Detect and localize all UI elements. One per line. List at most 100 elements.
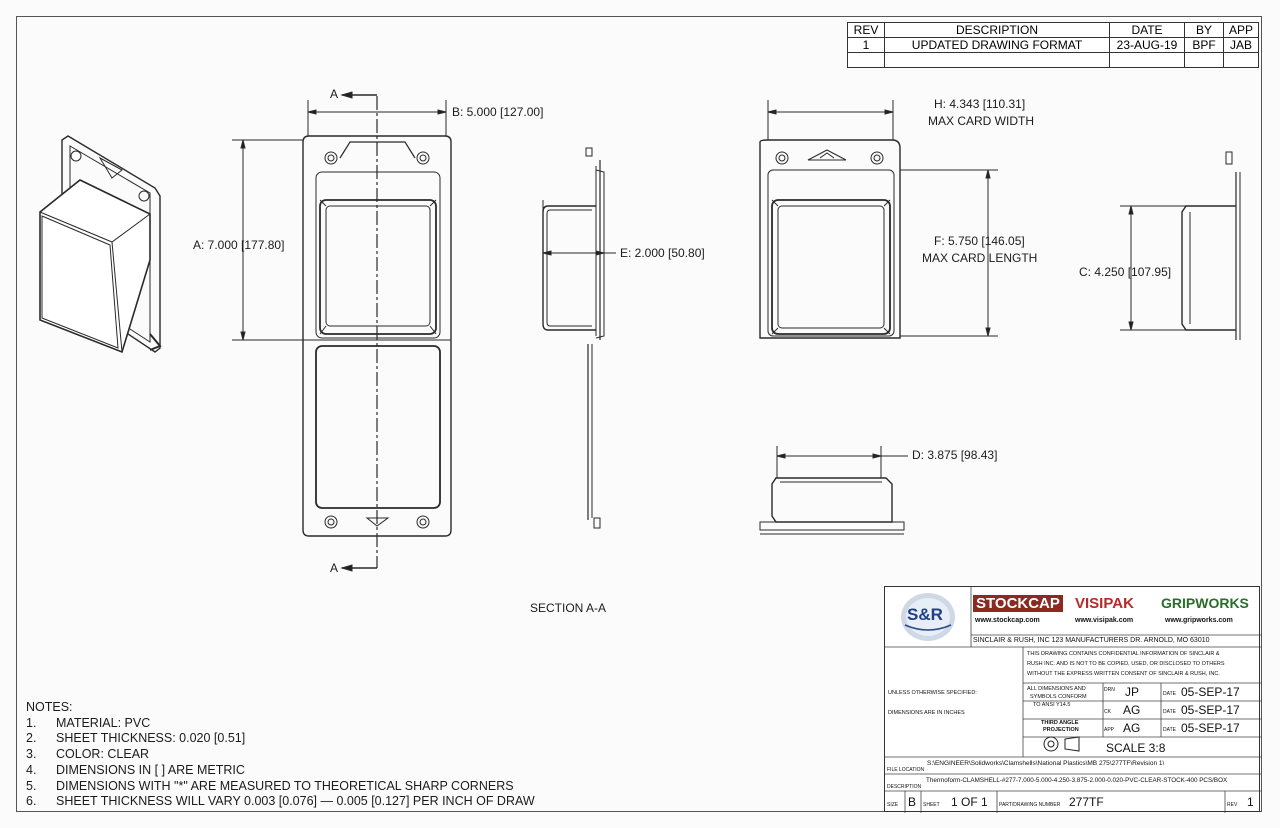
front-view [232, 91, 452, 572]
notes-block: NOTES: 1.MATERIAL: PVC 2. SHEET THICKNESS… [26, 700, 535, 810]
date-header: DATE [1109, 22, 1185, 38]
third-angle-projection-icon [1043, 736, 1080, 752]
rev-value: 1 [1247, 795, 1254, 809]
size-value: B [908, 795, 917, 809]
date-cell: 23-AUG-19 [1109, 37, 1185, 53]
unless-specified: UNLESS OTHERWISE SPECIFIED: [888, 690, 977, 696]
dim-h-label: H: 4.343 [110.31] [934, 97, 1026, 111]
side-right-view [1120, 151, 1241, 340]
dims-in-inches: DIMENSIONS ARE IN INCHES [888, 710, 965, 716]
chk-date-label: DATE [1163, 709, 1176, 715]
drn-date: 05-SEP-17 [1181, 685, 1240, 699]
note-text: DIMENSIONS IN [ ] ARE METRIC [56, 762, 245, 777]
dim-h-note: MAX CARD WIDTH [928, 114, 1034, 128]
chk-label: CK [1104, 709, 1111, 715]
rev-cell: 1 [847, 37, 885, 53]
note-item: 5.DIMENSIONS WITH "*" ARE MEASURED TO TH… [26, 779, 535, 795]
file-location: S:\ENGINEER\Solidworks\Clamshells\Nation… [927, 760, 1165, 767]
dim-h-value: H: 4.343 [934, 97, 980, 111]
note-item: 4. DIMENSIONS IN [ ] ARE METRIC [26, 763, 535, 779]
dim-f-label: F: 5.750 [146.05] [934, 234, 1025, 248]
note-text: SHEET THICKNESS: 0.020 [0.51] [56, 731, 246, 746]
title-block: S&R STOCKCAP VISIPAK GRIPWORKS www.stock… [884, 586, 1261, 813]
rev-header: REV [847, 22, 885, 38]
dim-e-metric: 50.80 [671, 246, 702, 260]
sheet-border [16, 16, 1262, 812]
scale: SCALE 3:8 [1106, 741, 1166, 755]
drn-date-label: DATE [1163, 691, 1176, 697]
dim-f-value: F: 5.750 [934, 234, 979, 248]
dim-a-metric: 177.80 [244, 238, 282, 252]
drn-label: DRN [1104, 687, 1115, 693]
confidential-line-2: RUSH INC. AND IS NOT TO BE COPIED, USED,… [1027, 661, 1225, 667]
conform-line-3: TO ANSI Y14.5 [1033, 702, 1071, 708]
note-item: 2. SHEET THICKNESS: 0.020 [0.51] [26, 731, 535, 747]
dim-c-metric: 107.95 [1131, 265, 1168, 279]
sr-logo-icon [901, 593, 955, 641]
note-text: DIMENSIONS WITH "*" ARE MEASURED TO THEO… [56, 778, 514, 793]
section-mark-bottom: A [330, 561, 339, 575]
description-cell: UPDATED DRAWING FORMAT [884, 37, 1110, 53]
size-label: SIZE [887, 802, 899, 808]
gripworks-url: www.gripworks.com [1165, 617, 1233, 624]
note-number: 4. [26, 762, 37, 777]
stockcap-url: www.stockcap.com [975, 617, 1040, 624]
app-date-label: DATE [1163, 727, 1176, 733]
note-number: 2. [26, 731, 37, 746]
part-number-label: PART/DRAWING NUMBER [999, 802, 1061, 808]
drn-initials: JP [1125, 685, 1140, 699]
revision-table: REV DESCRIPTION DATE BY APP 1 UPDATED DR… [847, 22, 1259, 68]
rev-label: REV [1227, 802, 1238, 808]
section-label: SECTION A-A [530, 601, 607, 615]
app-header: APP [1223, 22, 1259, 38]
by-cell: BPF [1184, 37, 1224, 53]
bottom-view [759, 446, 908, 535]
note-item: 6. SHEET THICKNESS WILL VARY 0.003 [0.076… [26, 794, 535, 810]
dim-f-metric: 146.05 [984, 234, 1022, 248]
confidential-line-1: THIS DRAWING CONTAINS CONFIDENTIAL INFOR… [1027, 651, 1220, 657]
dim-b-metric: 127.00 [503, 105, 541, 119]
note-item: 1.MATERIAL: PVC [26, 716, 535, 732]
dim-d-value: D: 3.875 [912, 448, 958, 462]
visipak-url: www.visipak.com [1075, 617, 1134, 624]
dim-c-label: C: 4.250 [107.95] [1079, 265, 1172, 279]
note-text: COLOR: CLEAR [56, 747, 150, 762]
stockcap-brand: STOCKCAP [973, 595, 1063, 612]
app-label: APP [1104, 727, 1115, 733]
description-label: DESCRIPTION [887, 784, 922, 790]
app-cell: JAB [1223, 37, 1259, 53]
section-view [542, 147, 616, 529]
revision-header-row: REV DESCRIPTION DATE BY APP [847, 22, 1259, 38]
description-header: DESCRIPTION [884, 22, 1110, 38]
company-line: SINCLAIR & RUSH, INC 123 MANUFACTURERS D… [973, 637, 1210, 644]
by-header: BY [1184, 22, 1224, 38]
chk-date: 05-SEP-17 [1181, 703, 1240, 717]
dim-b-value: B: 5.000 [452, 105, 497, 119]
note-text: SHEET THICKNESS WILL VARY 0.003 [0.076] … [56, 794, 535, 809]
dim-a-value: A: 7.000 [193, 238, 238, 252]
dim-f-note: MAX CARD LENGTH [922, 251, 1038, 265]
third-angle-line-2: PROJECTION [1043, 727, 1079, 733]
third-angle-line-1: THIRD ANGLE [1041, 720, 1079, 726]
note-item: 3.COLOR: CLEAR [26, 747, 535, 763]
visipak-brand: VISIPAK [1075, 595, 1134, 612]
note-number: 6. [26, 794, 37, 809]
dim-a-label: A: 7.000 [177.80] [193, 238, 285, 252]
conform-line-1: ALL DIMENSIONS AND [1027, 686, 1086, 692]
notes-title: NOTES: [26, 700, 73, 714]
dim-e-label: E: 2.000 [50.80] [620, 246, 705, 260]
note-text: MATERIAL: PVC [56, 715, 151, 730]
title-block-grid [885, 587, 1261, 813]
dim-d-label: D: 3.875 [98.43] [912, 448, 998, 462]
confidential-line-3: WITHOUT THE EXPRESS WRITTEN CONSENT OF S… [1027, 671, 1220, 677]
file-location-label: FILE LOCATION [887, 767, 925, 773]
chk-initials: AG [1123, 703, 1141, 717]
gripworks-brand: GRIPWORKS [1161, 595, 1249, 611]
sr-logo-text: S&R [907, 605, 943, 624]
section-mark-top: A [330, 87, 339, 101]
dim-d-metric: 98.43 [964, 448, 995, 462]
sheet-value: 1 OF 1 [951, 795, 988, 809]
conform-line-2: SYMBOLS CONFORM [1030, 694, 1087, 700]
